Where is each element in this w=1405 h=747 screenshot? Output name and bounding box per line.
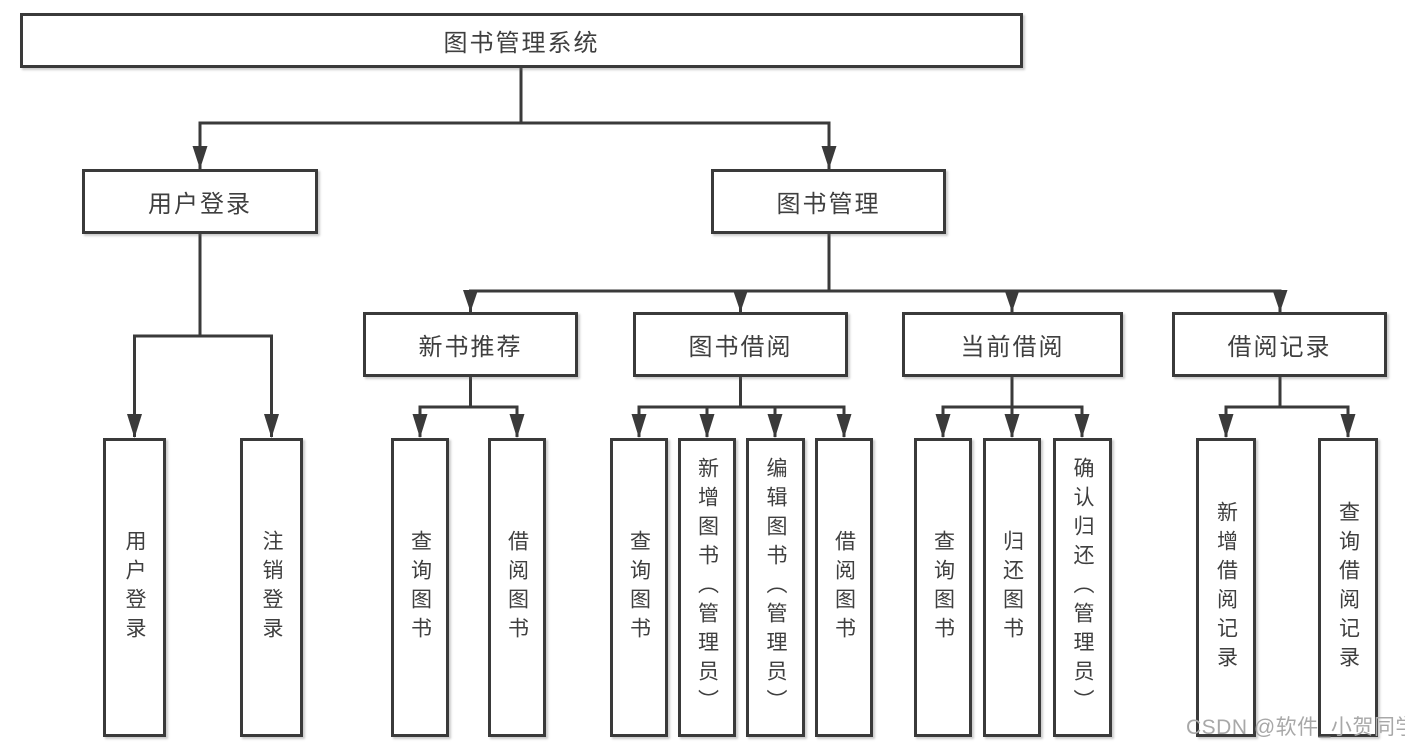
node-label: 图书借阅 <box>688 334 793 361</box>
connector-user-login-branch <box>133 234 273 437</box>
node-label: 图书管理系统 <box>443 30 600 57</box>
node-new-book-recommend: 新书推荐 <box>363 312 578 377</box>
node-current-borrowing: 当前借阅 <box>902 312 1123 377</box>
leaf-borrow-books-borrowing: 借阅图书 <box>815 438 873 737</box>
arrowhead-icon <box>733 290 748 312</box>
node-label: 查询借阅记录 <box>1336 500 1360 675</box>
node-label: 借阅图书 <box>832 529 856 646</box>
arrowhead-icon <box>1074 414 1090 438</box>
connector-root-to-level2 <box>198 68 831 169</box>
leaf-add-borrow-record: 新增借阅记录 <box>1196 438 1256 737</box>
connector-borrowing-records-branch <box>1224 377 1350 437</box>
node-label: 借阅记录 <box>1227 334 1332 361</box>
leaf-add-books-admin: 新增图书（管理员） <box>678 438 736 737</box>
node-label: 查询图书 <box>627 529 651 646</box>
node-book-borrowing: 图书借阅 <box>633 312 848 377</box>
leaf-logout: 注销登录 <box>240 438 303 737</box>
node-label: 注销登录 <box>260 529 283 646</box>
arrowhead-icon <box>767 414 783 438</box>
arrowhead-icon <box>1004 414 1020 438</box>
leaf-query-books-recommend: 查询图书 <box>391 438 449 737</box>
node-label: 新增图书（管理员） <box>695 457 719 718</box>
arrowhead-icon <box>127 414 142 438</box>
arrowhead-icon <box>699 414 715 438</box>
node-label: 图书管理 <box>776 191 881 218</box>
node-borrowing-records: 借阅记录 <box>1172 312 1387 377</box>
node-label: 用户登录 <box>123 529 146 646</box>
connector-book-management-branch <box>469 234 1282 312</box>
connector-book-borrowing-branch <box>637 377 846 437</box>
arrowhead-icon <box>509 414 525 438</box>
leaf-borrow-books-recommend: 借阅图书 <box>488 438 546 737</box>
leaf-confirm-return-admin: 确认归还（管理员） <box>1053 438 1112 737</box>
connector-new-book-branch <box>418 377 519 437</box>
arrowhead-icon <box>631 414 647 438</box>
node-label: 确认归还（管理员） <box>1071 457 1094 718</box>
arrowhead-icon <box>1272 290 1288 312</box>
leaf-user-login: 用户登录 <box>103 438 166 737</box>
node-label: 新增借阅记录 <box>1214 500 1238 675</box>
arrowhead-icon <box>1340 414 1356 438</box>
node-label: 用户登录 <box>148 191 252 218</box>
node-label: 新书推荐 <box>418 334 523 361</box>
node-label: 归还图书 <box>1000 529 1024 646</box>
leaf-query-borrow-record: 查询借阅记录 <box>1318 438 1378 737</box>
leaf-query-books-current: 查询图书 <box>914 438 972 737</box>
arrowhead-icon <box>192 146 208 169</box>
node-label: 查询图书 <box>931 529 955 646</box>
root-node: 图书管理系统 <box>20 13 1023 68</box>
arrowhead-icon <box>264 414 279 438</box>
connector-line-group <box>133 68 1350 437</box>
arrowhead-icon <box>463 290 478 312</box>
node-label: 借阅图书 <box>505 529 529 646</box>
node-label: 查询图书 <box>408 529 432 646</box>
arrowhead-icon <box>821 146 837 169</box>
leaf-edit-books-admin: 编辑图书（管理员） <box>746 438 805 737</box>
node-label: 编辑图书（管理员） <box>764 457 787 718</box>
csdn-watermark: CSDN @软件_小贺同学 <box>1186 716 1405 739</box>
arrowhead-icon <box>836 414 852 438</box>
node-book-management: 图书管理 <box>711 169 946 234</box>
arrowhead-icon <box>1004 290 1020 312</box>
connector-current-borrowing-branch <box>941 377 1084 437</box>
arrowhead-icon <box>1218 414 1234 438</box>
leaf-return-books: 归还图书 <box>983 438 1041 737</box>
leaf-query-books-borrowing: 查询图书 <box>610 438 668 737</box>
node-user-login: 用户登录 <box>82 169 318 234</box>
arrowhead-icon <box>412 414 428 438</box>
arrowhead-icon <box>935 414 951 438</box>
node-label: 当前借阅 <box>960 334 1065 361</box>
